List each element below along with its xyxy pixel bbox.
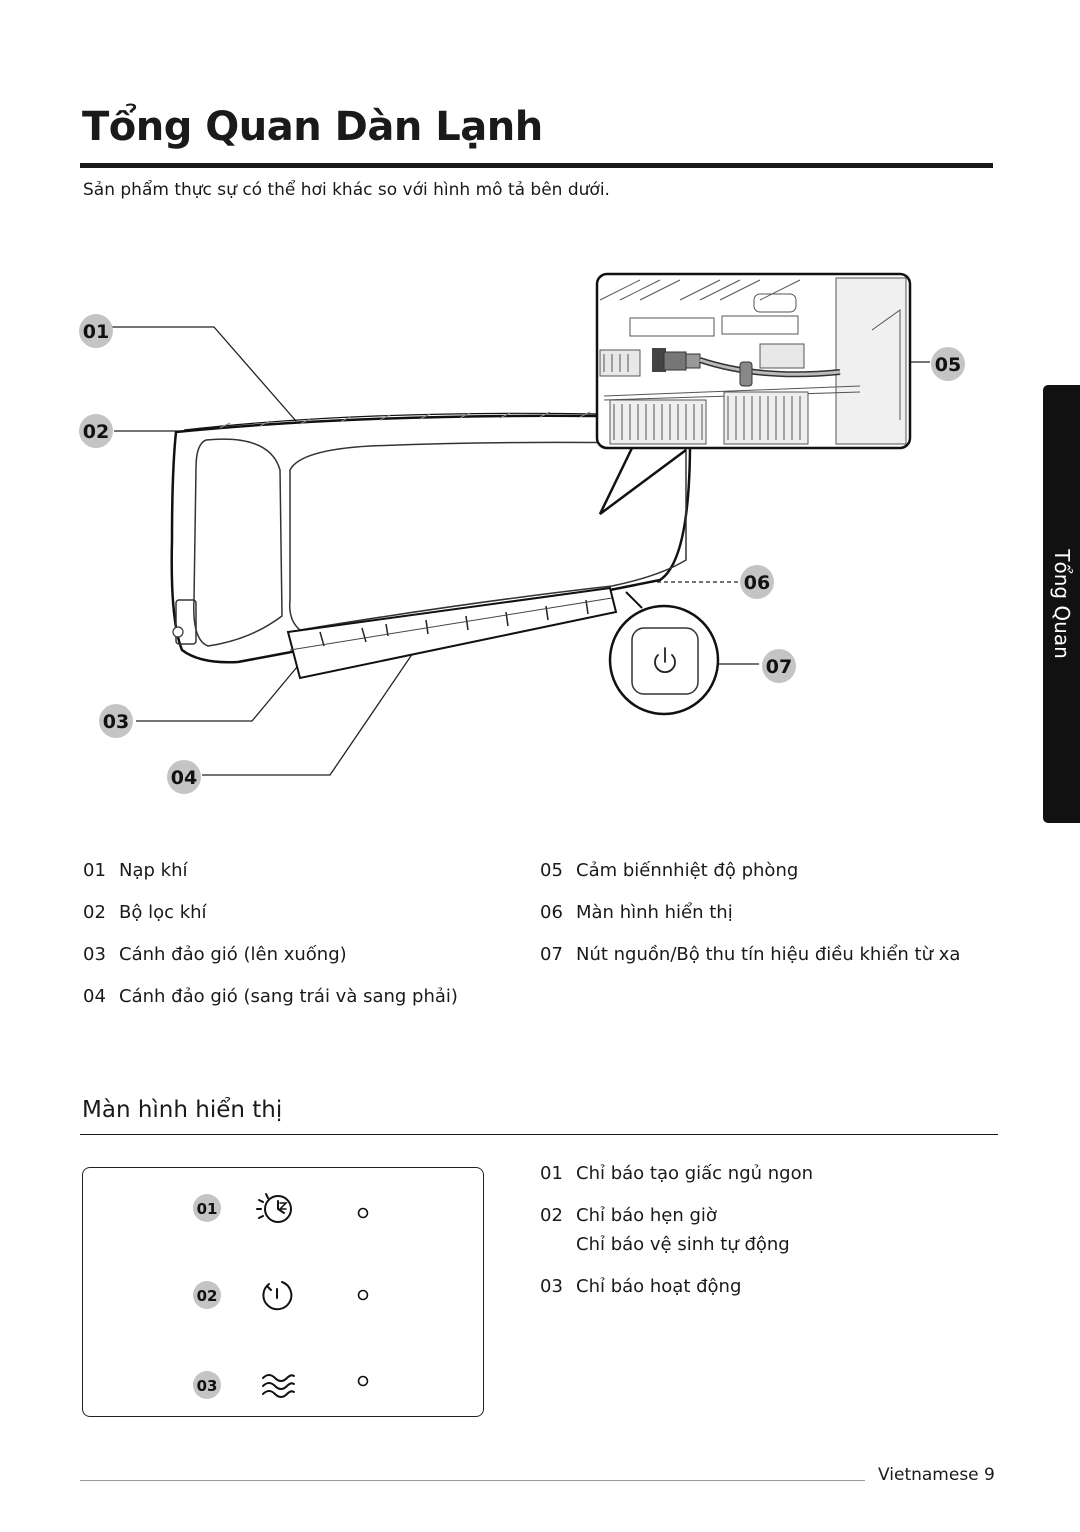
display-row-03: 03 xyxy=(193,1371,369,1399)
svg-text:03: 03 xyxy=(197,1377,218,1395)
svg-text:02: 02 xyxy=(83,421,109,443)
legend-item: 05 Cảm biếnnhiệt độ phòng xyxy=(540,860,798,881)
display-section-title: Màn hình hiển thị xyxy=(82,1097,283,1123)
callout-03: 03 xyxy=(99,704,133,738)
title-divider xyxy=(80,163,993,168)
legend-item: 03 Cánh đảo gió (lên xuống) xyxy=(83,944,347,965)
display-row-01: 01 xyxy=(193,1193,369,1223)
legend-text: Nạp khí xyxy=(119,860,188,881)
indicator-led xyxy=(357,1207,369,1219)
legend-number: 03 xyxy=(540,1276,563,1297)
indoor-unit-diagram: 01 02 03 04 05 06 07 xyxy=(79,272,965,794)
timer-icon xyxy=(262,1281,293,1311)
legend-text: Cánh đảo gió (sang trái và sang phải) xyxy=(119,986,458,1007)
svg-text:02: 02 xyxy=(197,1287,218,1305)
legend-item-continued: Chỉ báo vệ sinh tự động xyxy=(540,1234,790,1255)
svg-text:01: 01 xyxy=(197,1200,218,1218)
legend-number: 04 xyxy=(83,986,106,1007)
legend-text: Chỉ báo tạo giấc ngủ ngon xyxy=(576,1163,814,1184)
sensor-zoom-inset xyxy=(595,272,912,516)
legend-item: 07 Nút nguồn/Bộ thu tín hiệu điều khiển t… xyxy=(540,944,960,965)
section-side-tab: Tổng Quan xyxy=(1043,385,1080,823)
leader-line-03 xyxy=(136,660,303,722)
svg-text:06: 06 xyxy=(744,572,770,594)
page-footer: Vietnamese 9 xyxy=(878,1465,995,1485)
legend-text: Cánh đảo gió (lên xuống) xyxy=(119,944,347,965)
indicator-led xyxy=(357,1375,369,1387)
legend-text: Chỉ báo hoạt động xyxy=(576,1276,742,1297)
legend-item: 04 Cánh đảo gió (sang trái và sang phải) xyxy=(83,986,458,1007)
parts-legend-left: 01 Nạp khí 02 Bộ lọc khí 03 Cánh đảo gió (l… xyxy=(83,860,523,1020)
legend-number: 01 xyxy=(540,1163,563,1184)
display-panel-graphic: 01 02 03 xyxy=(193,1193,369,1399)
parts-legend-right: 05 Cảm biếnnhiệt độ phòng 06 Màn hình hiển… xyxy=(540,860,980,980)
svg-text:04: 04 xyxy=(171,767,197,789)
display-panel: 01 02 03 xyxy=(82,1167,484,1417)
legend-item: 01 Nạp khí xyxy=(83,860,187,881)
page-title: Tổng Quan Dàn Lạnh xyxy=(82,104,543,150)
legend-number: 02 xyxy=(83,902,106,923)
legend-number: 01 xyxy=(83,860,106,881)
legend-item: 02 Chỉ báo hẹn giờ xyxy=(540,1205,717,1226)
legend-item: 02 Bộ lọc khí xyxy=(83,902,207,923)
leader-line-01 xyxy=(112,326,297,422)
legend-text: Màn hình hiển thị xyxy=(576,902,733,923)
svg-text:05: 05 xyxy=(935,354,961,376)
callout-06: 06 xyxy=(740,565,774,599)
legend-number: 07 xyxy=(540,944,563,965)
legend-text: Nút nguồn/Bộ thu tín hiệu điều khiển từ … xyxy=(576,944,961,965)
legend-item: 01 Chỉ báo tạo giấc ngủ ngon xyxy=(540,1163,813,1184)
air-conditioner-unit xyxy=(170,411,692,680)
side-tab-label: Tổng Quan xyxy=(1049,549,1074,659)
footer-divider xyxy=(80,1480,865,1481)
svg-text:03: 03 xyxy=(103,711,129,733)
callout-07: 07 xyxy=(762,649,796,683)
legend-number: 05 xyxy=(540,860,563,881)
section-divider xyxy=(80,1134,998,1135)
legend-number: 02 xyxy=(540,1205,563,1226)
callout-01: 01 xyxy=(79,314,113,348)
legend-number: 03 xyxy=(83,944,106,965)
legend-text: Chỉ báo vệ sinh tự động xyxy=(576,1234,790,1255)
legend-item: 06 Màn hình hiển thị xyxy=(540,902,733,923)
operation-icon xyxy=(262,1374,295,1398)
legend-text: Chỉ báo hẹn giờ xyxy=(576,1205,717,1226)
indicator-led xyxy=(357,1289,369,1301)
page-subtitle: Sản phẩm thực sự có thể hơi khác so với … xyxy=(83,180,610,200)
callout-02: 02 xyxy=(79,414,113,448)
legend-item: 03 Chỉ báo hoạt động xyxy=(540,1276,741,1297)
callout-05: 05 xyxy=(931,347,965,381)
display-legend: 01 Chỉ báo tạo giấc ngủ ngon 02 Chỉ báo hẹ… xyxy=(540,1163,980,1313)
legend-text: Cảm biếnnhiệt độ phòng xyxy=(576,860,799,881)
power-icon xyxy=(654,647,676,674)
svg-text:07: 07 xyxy=(766,656,792,678)
legend-number: 06 xyxy=(540,902,563,923)
legend-text: Bộ lọc khí xyxy=(119,902,207,923)
sleep-icon xyxy=(256,1193,292,1223)
display-row-02: 02 xyxy=(193,1281,369,1311)
svg-text:01: 01 xyxy=(83,321,109,343)
power-button-zoom xyxy=(608,591,720,716)
callout-04: 04 xyxy=(167,760,201,794)
leader-line-04 xyxy=(202,627,431,776)
